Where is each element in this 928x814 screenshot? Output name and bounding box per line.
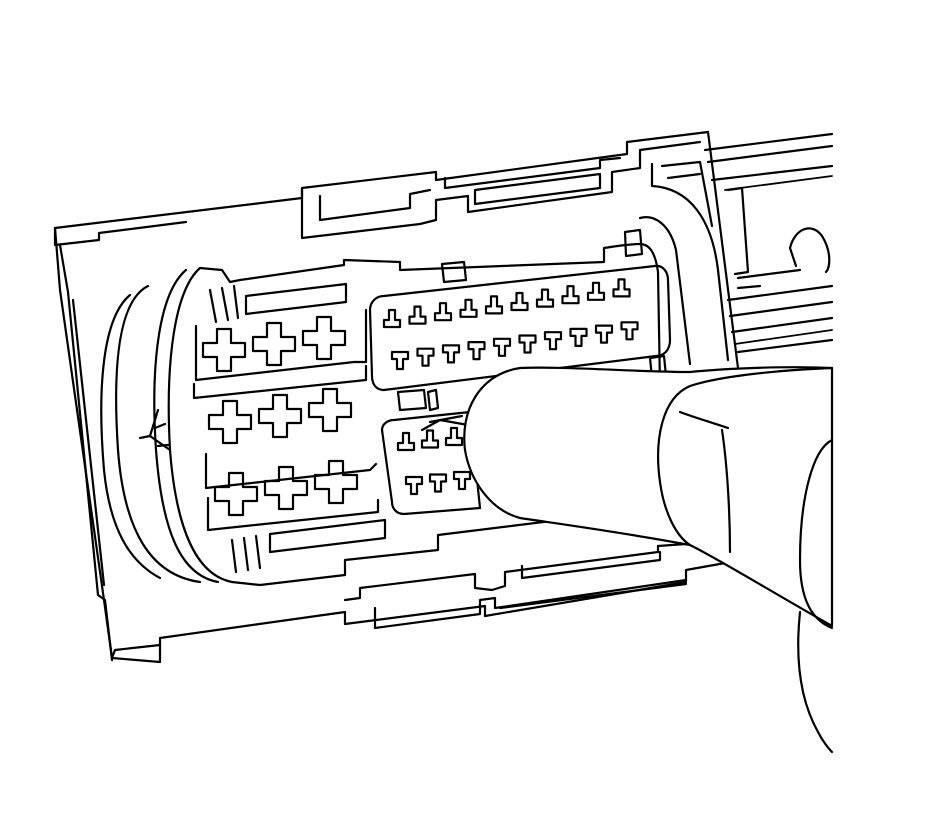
pin-terminal: [433, 302, 453, 322]
cross-terminal: [307, 387, 353, 433]
pin-terminal: [535, 288, 555, 308]
pin-terminal: [484, 295, 504, 315]
pin-terminal: [408, 305, 427, 325]
lower-block-top-terminals: [396, 426, 464, 452]
cross-terminal: [301, 315, 347, 361]
pin-terminal: [492, 337, 512, 357]
cross-terminal: [213, 471, 259, 517]
connector-housing: [53, 130, 744, 664]
pin-terminal: [612, 278, 631, 298]
pin-terminal: [441, 344, 461, 364]
pin-terminal: [620, 321, 639, 341]
upper-block-bottom-terminals: [390, 321, 639, 371]
pin-terminal: [543, 331, 563, 351]
pin-terminal: [467, 341, 486, 361]
pin-terminal: [444, 426, 464, 447]
pin-terminal: [420, 429, 440, 449]
pin-terminal: [382, 308, 402, 329]
hand: [463, 366, 834, 754]
lower-block-bottom-terminals: [404, 470, 472, 496]
terminal-face: [100, 216, 692, 587]
pin-terminal: [594, 324, 614, 344]
cross-terminal: [257, 393, 303, 439]
upper-block-top-terminals: [382, 278, 631, 329]
cross-terminal: [201, 327, 247, 373]
pin-terminal: [561, 285, 580, 305]
cross-terminal: [263, 465, 309, 511]
large-cross-terminals: [201, 315, 359, 517]
pin-terminal: [404, 475, 424, 496]
cross-terminal: [313, 459, 359, 505]
pin-terminal: [459, 298, 478, 318]
pin-terminal: [396, 431, 416, 452]
pin-terminal: [428, 473, 448, 493]
cross-terminal: [207, 399, 253, 445]
pin-terminal: [390, 350, 410, 371]
pin-terminal: [518, 334, 537, 354]
pin-terminal: [586, 281, 606, 301]
pin-terminal: [569, 327, 588, 347]
pin-terminal: [416, 347, 435, 367]
pin-terminal: [510, 291, 529, 312]
cross-terminal: [251, 321, 297, 367]
pin-terminal: [452, 470, 472, 491]
wire-harness: [703, 132, 834, 354]
